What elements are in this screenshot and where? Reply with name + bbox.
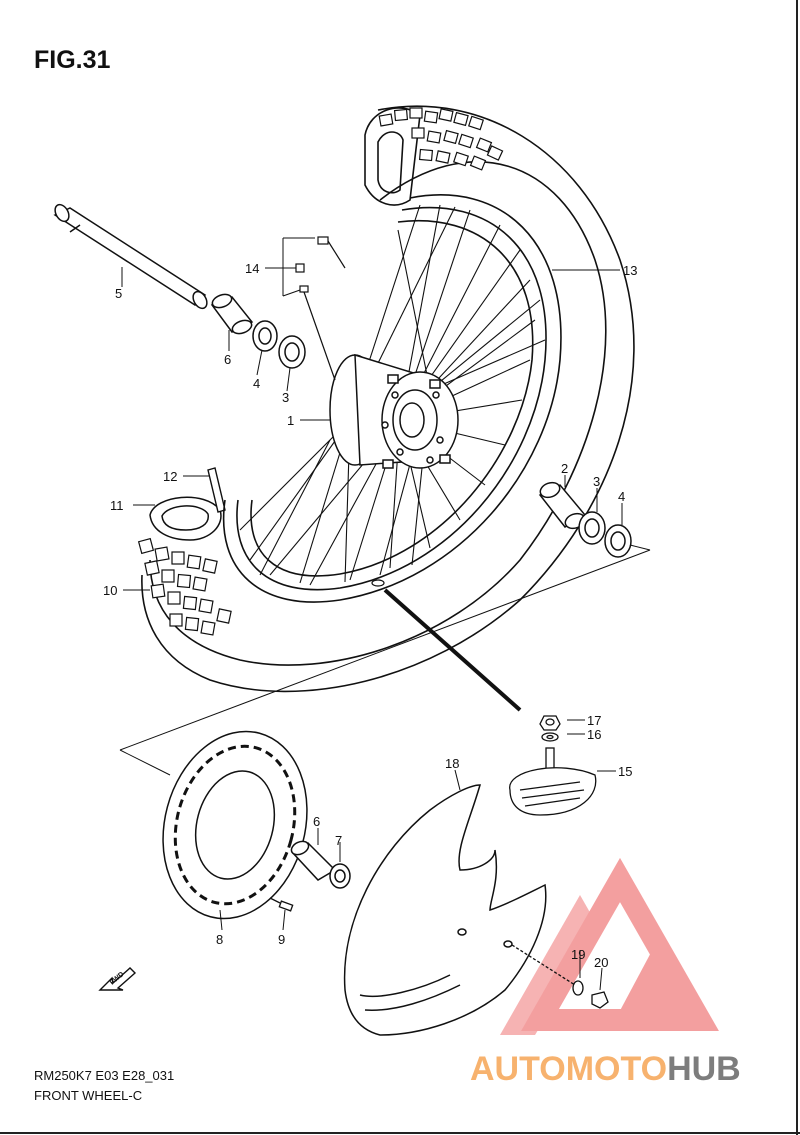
callout-6-bottom: 6 [313, 814, 320, 829]
callout-3-left: 3 [282, 390, 289, 405]
callout-15: 15 [618, 764, 632, 779]
disc-cover [343, 784, 547, 1036]
watermark-part2: HUB [667, 1050, 741, 1088]
callout-2: 2 [561, 461, 568, 476]
callout-19: 19 [571, 947, 585, 962]
callout-4-right: 4 [618, 489, 625, 504]
callout-12: 12 [163, 469, 177, 484]
callout-16: 16 [587, 727, 601, 742]
model-code: RM250K7 E03 E28_031 [34, 1068, 175, 1083]
callout-4-left: 4 [253, 376, 260, 391]
valve-nut [539, 715, 561, 731]
watermark-text: AUTOMOTOHUB [470, 1050, 741, 1089]
callout-6-top: 6 [224, 352, 231, 367]
callout-10: 10 [103, 583, 117, 598]
spacer-left [210, 293, 254, 335]
callout-8: 8 [216, 932, 223, 947]
callout-9: 9 [278, 932, 285, 947]
valve-stem [509, 747, 597, 816]
dust-seal-left [252, 320, 278, 352]
callout-7: 7 [335, 833, 342, 848]
disc-bolt [269, 897, 294, 912]
valve-hole [371, 579, 385, 587]
cover-washer [572, 980, 584, 996]
callout-14: 14 [245, 261, 259, 276]
tire-tread-top [378, 107, 504, 171]
rim [222, 194, 562, 603]
spoke-parts [295, 236, 346, 381]
tube [149, 496, 222, 541]
callout-20: 20 [594, 955, 608, 970]
tire [141, 105, 635, 693]
valve-washer [541, 732, 559, 742]
diagram-caption: FRONT WHEEL-C [34, 1088, 143, 1103]
bearing-right [578, 511, 606, 545]
callout-11: 11 [110, 498, 124, 513]
brake-disc [162, 730, 308, 920]
watermark-part1: AUTOMOTO [470, 1050, 668, 1088]
tire-tread-left [137, 537, 232, 636]
axle [53, 203, 208, 310]
seal-bottom [329, 863, 351, 889]
figure-title: FIG.31 [34, 46, 111, 74]
rim-band [207, 467, 226, 513]
callout-3-right: 3 [593, 474, 600, 489]
callout-17: 17 [587, 713, 601, 728]
dust-seal-right [604, 524, 632, 558]
callout-13: 13 [623, 263, 637, 278]
fwd-arrow-icon: FWD [98, 967, 137, 991]
callout-18: 18 [445, 756, 459, 771]
callout-1: 1 [287, 413, 294, 428]
bearing-left [278, 335, 306, 369]
callout-5: 5 [115, 286, 122, 301]
leader-lines [121, 237, 623, 991]
guide-lines [119, 544, 651, 776]
hub [329, 353, 459, 469]
cover-bolt [511, 944, 609, 1009]
valve-arrow-line [383, 588, 522, 712]
